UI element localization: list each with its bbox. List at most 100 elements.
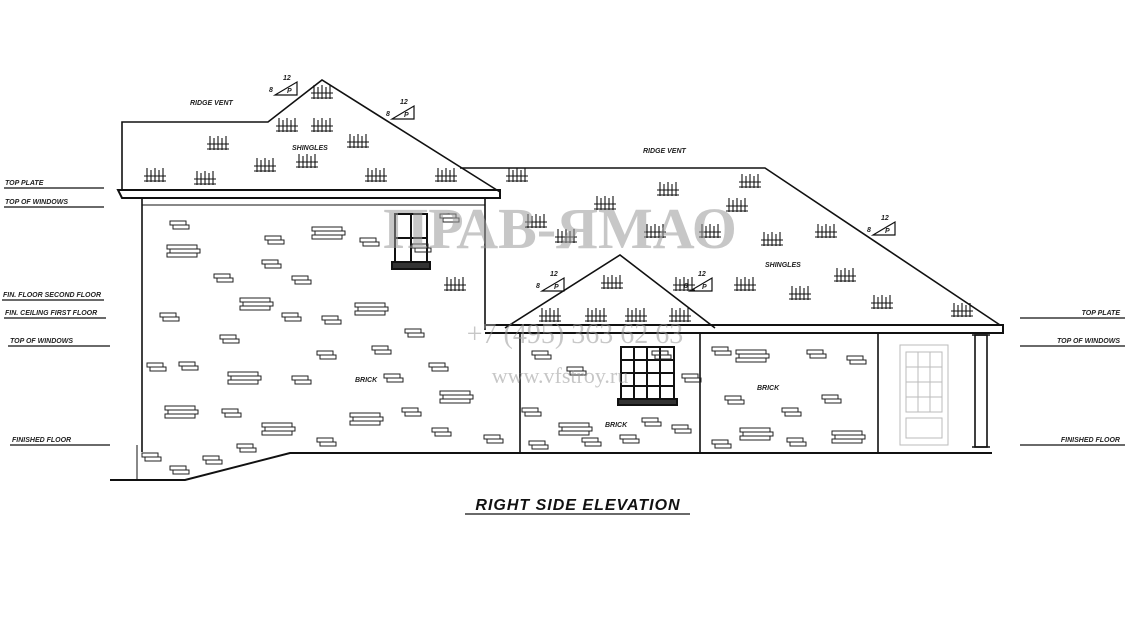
brick-mark (261, 422, 296, 436)
brick-mark (359, 237, 380, 247)
shingle-hatching (144, 85, 973, 322)
brick-mark (483, 434, 504, 444)
brick-mark (431, 427, 452, 437)
shingle-mark (539, 308, 561, 322)
brick-mark (411, 243, 432, 253)
brick-mark (566, 366, 587, 376)
brick-mark (781, 407, 802, 417)
shingle-mark (625, 308, 647, 322)
brick-mark (651, 350, 672, 360)
shingle-mark (347, 134, 369, 148)
brick-mark (321, 315, 342, 325)
level-label: FIN. FLOOR SECOND FLOOR (3, 292, 101, 299)
right-fascia (485, 324, 1004, 334)
garage-walls (519, 333, 879, 453)
level-label: FIN. CEILING FIRST FLOOR (5, 310, 97, 317)
note-brick: BRICK (605, 422, 628, 429)
shingle-mark (435, 168, 457, 182)
level-label: FINISHED FLOOR (1061, 437, 1120, 444)
left-roof (121, 79, 501, 193)
shingle-mark (739, 174, 761, 188)
brick-mark (219, 334, 240, 344)
pitch-mark: P (287, 88, 292, 95)
brick-mark (239, 297, 274, 311)
brick-mark (354, 302, 389, 316)
brick-mark (316, 350, 337, 360)
brick-mark (159, 312, 180, 322)
level-label: FINISHED FLOOR (12, 437, 71, 444)
shingle-mark (734, 277, 756, 291)
level-label: TOP OF WINDOWS (1057, 338, 1120, 345)
brick-mark (281, 312, 302, 322)
pitch-mark: P (554, 284, 559, 291)
brick-mark (531, 350, 552, 360)
building-outline (110, 79, 1004, 481)
brick-mark (202, 455, 223, 465)
shingle-mark (951, 303, 973, 317)
level-label: TOP OF WINDOWS (5, 199, 68, 206)
brick-mark (831, 430, 866, 444)
pitch-rise: 8 (684, 283, 688, 290)
brick-mark (169, 465, 190, 475)
shingle-mark (726, 198, 748, 212)
brick-mark (671, 424, 692, 434)
brick-mark (141, 452, 162, 462)
front-gable (504, 254, 716, 329)
brick-mark (169, 220, 190, 230)
shingle-mark (761, 232, 783, 246)
shingle-mark (644, 224, 666, 238)
shingle-mark (194, 171, 216, 185)
shingle-mark (789, 286, 811, 300)
note-brick: BRICK (355, 377, 378, 384)
brick-mark (846, 355, 867, 365)
left-wall (141, 198, 486, 452)
window-upper (391, 213, 431, 270)
shingle-mark (296, 154, 318, 168)
pitch-rise: 8 (536, 283, 540, 290)
brick-mark (236, 443, 257, 453)
brick-mark (528, 440, 549, 450)
shingle-mark (871, 295, 893, 309)
shingle-mark (311, 118, 333, 132)
brick-mark (439, 213, 460, 223)
brick-mark (227, 371, 262, 385)
brick-mark (619, 434, 640, 444)
brick-mark (383, 373, 404, 383)
brick-mark (311, 226, 346, 240)
brick-mark (711, 439, 732, 449)
shingle-mark (144, 168, 166, 182)
pitch-rise: 8 (386, 111, 390, 118)
shingle-mark (669, 308, 691, 322)
brick-mark (401, 407, 422, 417)
brick-mark (724, 395, 745, 405)
note-brick: BRICK (757, 385, 780, 392)
pitch-mark: P (404, 112, 409, 119)
brick-mark (178, 361, 199, 371)
brick-mark (681, 373, 702, 383)
brick-mark (146, 362, 167, 372)
shingle-mark (834, 268, 856, 282)
drawing-title: RIGHT SIDE ELEVATION (475, 497, 680, 514)
brick-mark (371, 345, 392, 355)
brick-mark (264, 235, 285, 245)
pitch-run: 12 (283, 75, 291, 82)
brick-mark (739, 427, 774, 441)
brick-mark (349, 412, 384, 426)
brick-mark (166, 244, 201, 258)
brick-mark (735, 349, 770, 363)
shingle-mark (276, 118, 298, 132)
brick-mark (316, 437, 337, 447)
shingle-mark (594, 196, 616, 210)
shingle-mark (585, 308, 607, 322)
brick-mark (558, 422, 593, 436)
level-lines (2, 187, 1125, 446)
brick-mark (428, 362, 449, 372)
brick-mark (439, 390, 474, 404)
ground-line (110, 452, 992, 481)
brick-mark (221, 408, 242, 418)
